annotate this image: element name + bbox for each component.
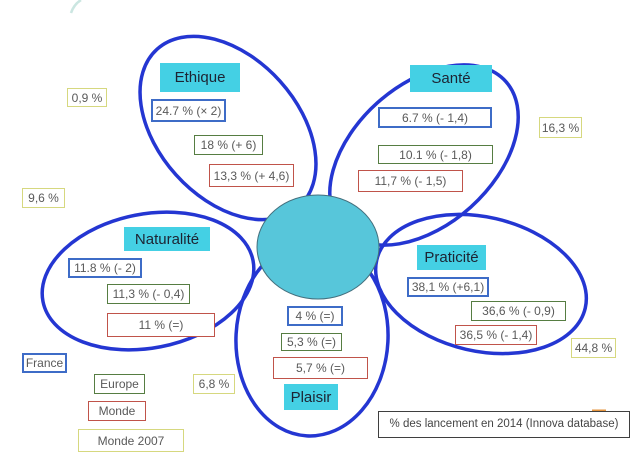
value-praticite-france: 38,1 % (+6,1) (407, 277, 489, 297)
legend-item-monde: Monde (88, 401, 146, 421)
legend-item-monde-2007: Monde 2007 (78, 429, 184, 452)
petal-title-plaisir: Plaisir (284, 384, 338, 410)
flower-center (256, 194, 380, 300)
value-plaisir-france: 4 % (=) (287, 306, 343, 326)
value-ethique-monde2007: 0,9 % (67, 88, 107, 107)
value-naturalite-france: 11.8 % (- 2) (68, 258, 142, 278)
value-sante-europe: 10.1 % (- 1,8) (378, 145, 493, 164)
value-praticite-europe: 36,6 % (- 0,9) (471, 301, 566, 321)
value-plaisir-monde2007: 6,8 % (193, 374, 235, 394)
value-praticite-monde: 36,5 % (- 1,4) (455, 325, 537, 345)
sprout-decoration (69, 0, 82, 14)
value-sante-monde2007: 16,3 % (539, 117, 582, 138)
legend-item-europe: Europe (94, 374, 145, 394)
petal-naturalite-outline (40, 210, 256, 352)
petal-title-praticite: Praticité (417, 245, 486, 270)
petal-title-ethique: Ethique (160, 63, 240, 92)
value-sante-france: 6.7 % (- 1,4) (378, 107, 492, 128)
value-plaisir-europe: 5,3 % (=) (281, 333, 342, 351)
value-ethique-europe: 18 % (+ 6) (194, 135, 263, 155)
footer-note: % des lancement en 2014 (Innova database… (378, 411, 630, 438)
petal-title-naturalite: Naturalité (124, 227, 210, 251)
value-ethique-france: 24.7 % (× 2) (151, 99, 226, 122)
value-naturalite-monde: 11 % (=) (107, 313, 215, 337)
value-praticite-monde2007: 44,8 % (571, 338, 616, 358)
value-naturalite-monde2007: 9,6 % (22, 188, 65, 208)
petal-title-sante: Santé (410, 65, 492, 92)
value-naturalite-europe: 11,3 % (- 0,4) (107, 284, 190, 304)
legend-item-france: France (22, 353, 67, 373)
value-sante-monde: 11,7 % (- 1,5) (358, 170, 463, 192)
value-plaisir-monde: 5,7 % (=) (273, 357, 368, 379)
value-ethique-monde: 13,3 % (+ 4,6) (209, 164, 294, 187)
